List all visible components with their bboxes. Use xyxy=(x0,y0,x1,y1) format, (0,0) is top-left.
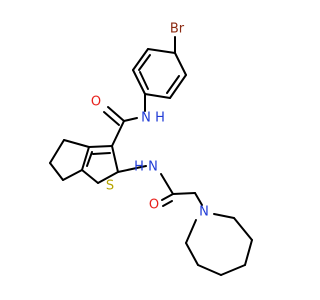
bond xyxy=(169,74,187,99)
bond xyxy=(117,165,147,173)
bond xyxy=(213,213,235,219)
bond xyxy=(197,264,222,276)
molecule-structure: Br N H O S H N O N xyxy=(49,22,253,276)
bond xyxy=(233,217,253,241)
azepane-nitrogen-label: N xyxy=(199,205,209,220)
atom-labels: Br N H O S H N O N xyxy=(91,22,209,220)
bond xyxy=(88,145,113,148)
bond xyxy=(220,264,246,276)
bond xyxy=(92,152,111,155)
bond xyxy=(174,52,187,76)
bond xyxy=(147,48,176,54)
bond xyxy=(161,193,174,201)
bond xyxy=(185,242,199,266)
bond xyxy=(172,192,196,195)
bond xyxy=(162,200,173,207)
acylamino-nitrogen-label: N xyxy=(148,160,158,175)
bond xyxy=(62,169,83,181)
bond xyxy=(166,75,180,94)
acyl-oxygen-label: O xyxy=(149,198,159,213)
bond xyxy=(81,169,99,184)
bond xyxy=(139,71,149,90)
amide-hydrogen-label: H xyxy=(155,111,165,126)
bond xyxy=(111,120,125,147)
structure-canvas: Br N H O S H N O N xyxy=(49,21,253,276)
bond xyxy=(185,219,197,244)
amide-oxygen-label: O xyxy=(91,95,101,110)
bond xyxy=(123,117,138,122)
bonds xyxy=(49,36,253,276)
bond xyxy=(107,106,125,122)
bond xyxy=(63,139,90,148)
thiophene-sulfur-label: S xyxy=(106,179,114,194)
bond xyxy=(86,151,93,167)
bond xyxy=(244,239,253,266)
amide-nitrogen-label: N xyxy=(141,111,151,126)
acylamino-hydrogen-label: H xyxy=(134,160,144,175)
bond xyxy=(49,139,65,164)
bond xyxy=(132,48,149,71)
bond xyxy=(160,173,174,195)
bromine-label: Br xyxy=(170,22,185,37)
bond xyxy=(132,69,146,95)
bond xyxy=(103,111,120,126)
bond xyxy=(49,162,64,181)
bond xyxy=(138,54,151,71)
bond xyxy=(144,93,171,99)
bond xyxy=(194,192,203,206)
bond xyxy=(81,146,90,171)
bond xyxy=(111,145,119,173)
bond xyxy=(97,171,119,184)
